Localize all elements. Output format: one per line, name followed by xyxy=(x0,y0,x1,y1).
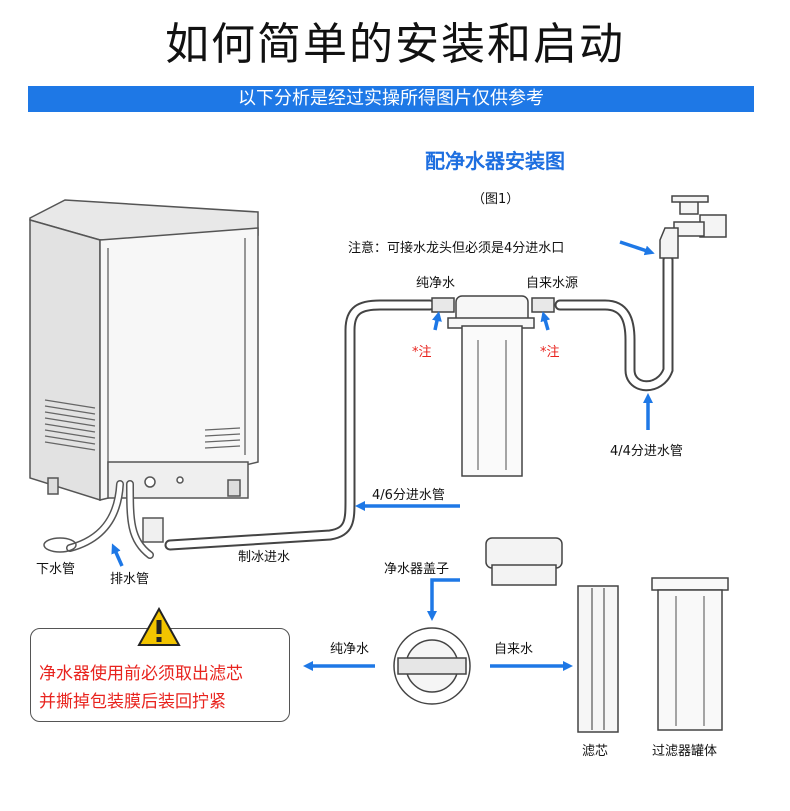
label-filter-core: 滤芯 xyxy=(582,744,609,759)
warning-triangle-icon xyxy=(137,607,181,646)
label-pure-water-top: 纯净水 xyxy=(416,276,456,291)
label-ice-inlet: 制冰进水 xyxy=(238,550,291,565)
filter-cap xyxy=(485,537,563,586)
label-tap-water-bottom: 自来水 xyxy=(494,642,534,657)
note-mark-left: *注 xyxy=(412,345,432,360)
note-mark-right: *注 xyxy=(540,345,560,360)
label-tap-water-source: 自来水源 xyxy=(526,276,579,291)
figure-number: （图1） xyxy=(472,192,520,207)
warning-box: 净水器使用前必须取出滤芯 并撕掉包装膜后装回拧紧 xyxy=(30,607,290,722)
cap-top-view xyxy=(393,627,471,705)
label-drain-down: 下水管 xyxy=(36,562,76,577)
warning-line-1: 净水器使用前必须取出滤芯 xyxy=(39,664,243,684)
label-pipe-44: 4/4分进水管 xyxy=(610,444,683,459)
label-filter-housing: 过滤器罐体 xyxy=(652,744,718,759)
diagram-heading: 配净水器安装图 xyxy=(425,149,565,173)
water-filter xyxy=(431,295,555,477)
info-banner: 以下分析是经过实操所得图片仅供参考 xyxy=(28,86,754,112)
label-filter-cap: 净水器盖子 xyxy=(384,562,450,577)
label-pipe-46: 4/6分进水管 xyxy=(372,488,445,503)
page-title: 如何简单的安装和启动 xyxy=(165,19,625,70)
filter-housing xyxy=(651,577,729,731)
direction-arrows xyxy=(111,240,655,671)
filter-core xyxy=(577,585,619,733)
label-pure-water-bottom: 纯净水 xyxy=(330,642,370,657)
label-drain-out: 排水管 xyxy=(110,572,150,587)
ice-machine xyxy=(29,199,259,502)
tap-hose xyxy=(554,254,674,392)
inlet-hose xyxy=(164,299,436,551)
faucet xyxy=(659,195,727,259)
warning-line-2: 并撕掉包装膜后装回拧紧 xyxy=(39,692,226,712)
installation-note: 注意：可接水龙头但必须是4分进水口 xyxy=(348,241,565,256)
